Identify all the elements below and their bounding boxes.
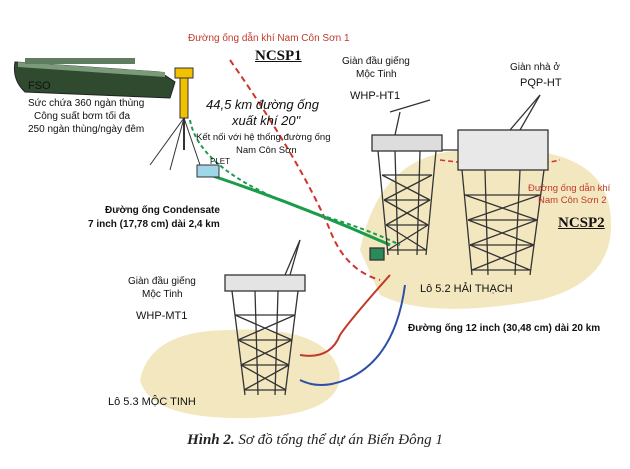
fso-label: FSO	[28, 80, 51, 92]
fso-capacity-label: Sức chứa 360 ngàn thùng	[28, 98, 145, 109]
block-53-label: Lô 5.3 MỘC TINH	[108, 396, 196, 408]
ncs1-pipeline	[229, 59, 381, 281]
ncs2-pipeline-label-2: Nam Côn Sơn 2	[538, 195, 607, 206]
pqp-title-label: Giàn nhà ở	[510, 62, 560, 73]
figure-caption: Hình 2. Sơ đồ tổng thể dự án Biển Đông 1	[0, 432, 630, 449]
fso-pump-label: Công suất bơm tối đa	[34, 111, 131, 122]
seabed-block-52	[360, 148, 612, 309]
condensate-label-1: Đường ống Condensate	[105, 205, 220, 216]
whp-ht1-label: WHP-HT1	[350, 90, 401, 102]
pipe-length-label-2: xuất khí 20"	[232, 113, 301, 128]
ncs2-pipeline-label-1: Đường ống dẫn khí	[528, 183, 611, 194]
ncs1-pipeline-label: Đường ống dẫn khí Nam Côn Sơn 1	[188, 33, 350, 44]
platform-whp-mt1	[224, 239, 306, 396]
whp-mt1-title-1: Giàn đầu giếng	[128, 276, 196, 287]
export-gas-pipeline	[209, 173, 391, 247]
ncs2-pipeline	[439, 159, 561, 166]
whp-mt1-label: WHP-MT1	[136, 310, 188, 322]
ncsp2-label: NCSP2	[558, 215, 605, 231]
condensate-pipeline	[189, 119, 401, 246]
block-52-label: Lô 5.2 HẢI THẠCH	[420, 283, 513, 295]
platform-whp-ht1	[369, 99, 443, 261]
whp-ht1-title-2: Mộc Tinh	[356, 69, 397, 80]
plet-label: PLET	[210, 157, 231, 166]
platform-pqp-ht	[442, 94, 549, 276]
intra-field-pipeline-blue	[299, 284, 406, 386]
connect-label-1: Kết nối với hệ thống đường ống	[196, 132, 331, 143]
pipe-length-label-1: 44,5 km đường ống	[206, 97, 319, 112]
connect-label-2: Nam Côn Sơn	[236, 145, 297, 156]
fso-pump-rate-label: 250 ngàn thùng/ngày đêm	[28, 124, 145, 135]
condensate-label-2: 7 inch (17,78 cm) dài 2,4 km	[88, 219, 220, 230]
caption-number: Hình 2.	[187, 432, 235, 448]
plet-box	[196, 164, 220, 178]
pqp-label: PQP-HT	[520, 77, 562, 89]
fso-vessel	[14, 58, 176, 99]
caption-text: Sơ đồ tổng thể dự án Biển Đông 1	[234, 432, 443, 448]
pipe-12-inch-label: Đường ống 12 inch (30,48 cm) dài 20 km	[408, 323, 601, 334]
ncsp1-label: NCSP1	[255, 48, 302, 64]
whp-mt1-title-2: Mộc Tinh	[142, 289, 183, 300]
mooring-turret	[149, 67, 201, 171]
whp-ht1-title-1: Giàn đầu giếng	[342, 56, 410, 67]
intra-field-pipeline-red	[299, 274, 391, 357]
